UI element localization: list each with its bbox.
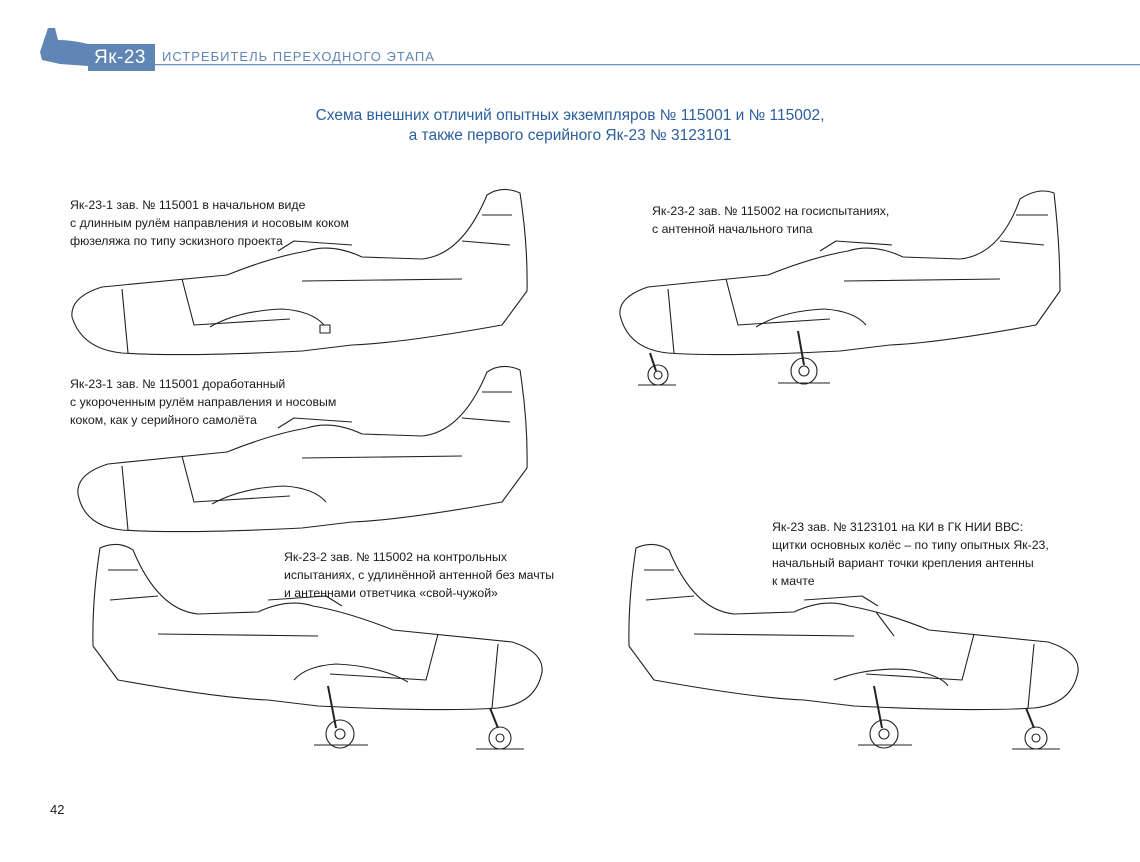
caption-115001-initial: Як-23-1 зав. № 115001 в начальном виде с… — [70, 196, 349, 250]
caption-115001-modified: Як-23-1 зав. № 115001 доработанный с уко… — [70, 375, 336, 429]
header-rule — [155, 64, 1140, 66]
caption-line: щитки основных колёс – по типу опытных Я… — [772, 538, 1049, 552]
page-title-line-2: а также первого серийного Як-23 № 312310… — [408, 127, 732, 144]
caption-115002-control: Як-23-2 зав. № 115002 на контрольных исп… — [284, 548, 554, 602]
page-title: Схема внешних отличий опытных экземпляро… — [270, 106, 870, 146]
caption-115002-state: Як-23-2 зав. № 115002 на госиспытаниях, … — [652, 202, 889, 238]
caption-3123101-ki: Як-23 зав. № 3123101 на КИ в ГК НИИ ВВС:… — [772, 518, 1049, 590]
page-title-line-1: Схема внешних отличий опытных экземпляро… — [315, 107, 825, 124]
caption-line: с антенной начального типа — [652, 222, 813, 236]
running-header: Як-23 ИСТРЕБИТЕЛЬ ПЕРЕХОДНОГО ЭТАПА — [0, 0, 1140, 80]
header-graphic — [40, 28, 1140, 71]
caption-line: Як-23-2 зав. № 115002 на госиспытаниях, — [652, 204, 890, 218]
header-model-tab — [88, 44, 155, 71]
caption-line: и антеннами ответчика «свой-чужой» — [284, 586, 498, 600]
caption-line: коком, как у серийного самолёта — [70, 413, 257, 427]
caption-line: с укороченным рулём направления и носовы… — [70, 395, 337, 409]
caption-line: к мачте — [772, 574, 815, 588]
aircraft-drawing-115002-state — [619, 190, 1061, 386]
caption-line: с длинным рулём направления и носовым ко… — [70, 216, 349, 230]
caption-line: испытаниях, с удлинённой антенной без ма… — [284, 568, 555, 582]
caption-line: Як-23 зав. № 3123101 на КИ в ГК НИИ ВВС: — [772, 520, 1024, 534]
aircraft-drawing-115001-modified — [77, 365, 528, 533]
caption-line: Як-23-2 зав. № 115002 на контрольных — [284, 550, 507, 564]
caption-line: фюзеляжа по типу эскизного проекта — [70, 234, 283, 248]
caption-line: начальный вариант точки крепления антенн… — [772, 556, 1034, 570]
aircraft-silhouette-icon — [40, 28, 88, 66]
header-series-title: ИСТРЕБИТЕЛЬ ПЕРЕХОДНОГО ЭТАПА — [162, 49, 435, 64]
aircraft-drawing-115002-control — [92, 543, 543, 750]
page-number: 42 — [50, 802, 65, 817]
header-model-label: Як-23 — [94, 47, 146, 68]
caption-line: Як-23-1 зав. № 115001 доработанный — [70, 377, 286, 391]
aircraft-drawing-115001-initial — [71, 188, 528, 356]
aircraft-drawing-3123101 — [628, 543, 1079, 750]
caption-line: Як-23-1 зав. № 115001 в начальном виде — [70, 198, 306, 212]
